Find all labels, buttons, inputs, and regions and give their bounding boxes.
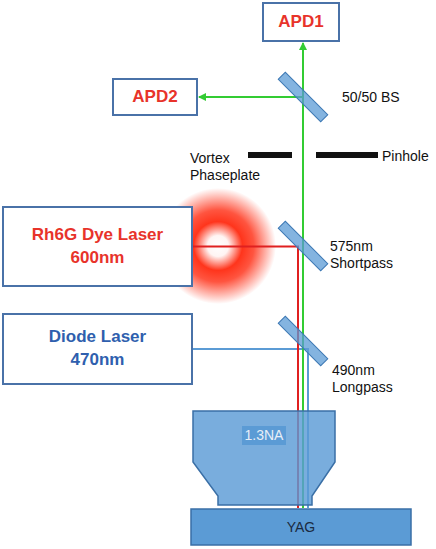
node-text: APD2 [132, 86, 177, 109]
sample-slab-shape [191, 509, 411, 545]
sample-slab: YAG [190, 508, 412, 546]
longpass-mirror [278, 316, 327, 365]
component-label: Vortex Phaseplate [190, 150, 264, 184]
node-text: Rh6G Dye Laser [32, 224, 163, 247]
node-text: Diode Laser [49, 326, 146, 349]
objective-lens-outline [192, 410, 336, 506]
pinhole-bar [316, 152, 378, 158]
shortpass-mirror [278, 221, 327, 270]
pinhole-bar [248, 152, 292, 158]
laser-box: Diode Laser470nm [2, 313, 193, 385]
component-label: 490nm Longpass [332, 362, 432, 396]
component-label: Pinhole [382, 148, 434, 165]
detector-box: APD2 [112, 78, 198, 116]
node-text: 470nm [71, 349, 125, 372]
objective-lens-shape [193, 411, 335, 505]
beam-splitter [278, 72, 327, 121]
detector-box: APD1 [262, 2, 340, 42]
node-text: APD1 [278, 11, 323, 34]
objective-lens: 1.3NA [192, 410, 336, 506]
node-text: YAG [287, 518, 316, 537]
component-label: 575nm Shortpass [330, 238, 434, 272]
component-label: 50/50 BS [342, 89, 432, 106]
node-text: 1.3NA [242, 426, 287, 445]
node-text: 600nm [71, 247, 125, 270]
laser-box: Rh6G Dye Laser600nm [2, 206, 193, 287]
